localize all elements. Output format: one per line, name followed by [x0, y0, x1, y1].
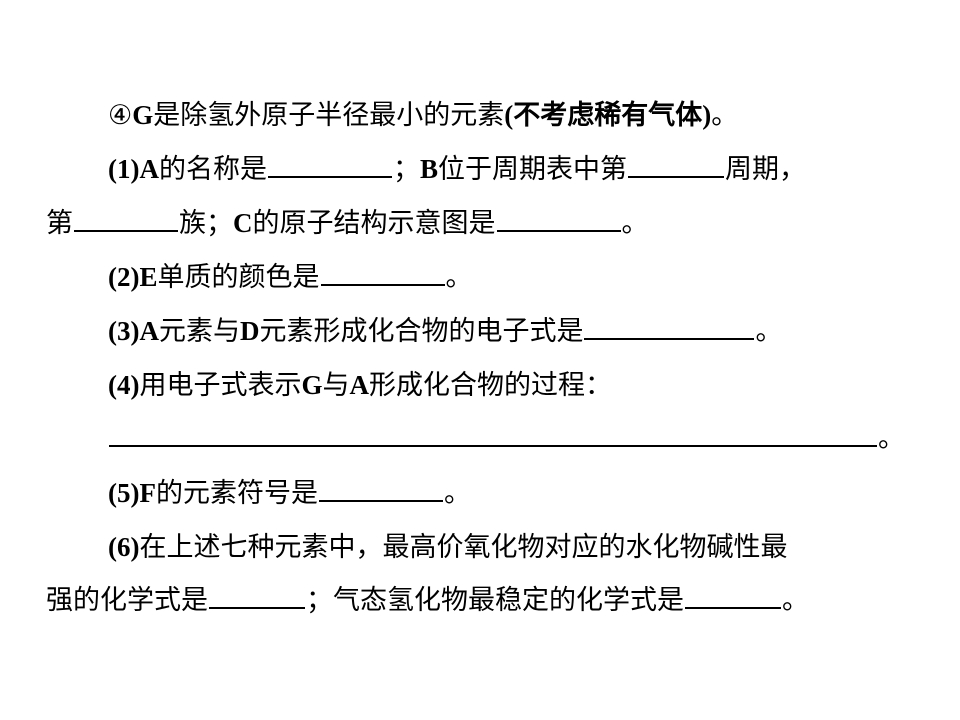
text: 在上述七种元素中，最高价氧化物对应的水化物碱性最 — [139, 532, 788, 563]
answer-blank-electron-formula[interactable] — [584, 314, 755, 340]
period: 。 — [782, 585, 809, 616]
question-6-line-1: (6)在上述七种元素中，最高价氧化物对应的水化物碱性最 — [108, 529, 787, 565]
text: 周期， — [725, 154, 806, 185]
question-2: (2)E单质的颜色是 。 — [108, 259, 473, 295]
question-4: (4)用电子式表示G与A形成化合物的过程： — [108, 367, 612, 403]
text: 元素形成化合物的电子式是 — [259, 316, 584, 347]
question-1-line-1: (1)A的名称是 ；B位于周期表中第 周期， — [108, 151, 806, 187]
text: 第 — [46, 208, 73, 239]
question-number: (3) — [108, 316, 140, 346]
question-3: (3)A元素与D元素形成化合物的电子式是 。 — [108, 313, 782, 349]
element-d: D — [239, 316, 260, 346]
answer-blank-e-color[interactable] — [320, 260, 445, 286]
period: 。 — [711, 100, 739, 131]
text: 用电子式表示 — [139, 370, 302, 401]
element-g: G — [132, 100, 154, 130]
circled-four: ④ — [108, 100, 133, 131]
line-g-definition: ④G是除氢外原子半径最小的元素(不考虑稀有气体)。 — [108, 97, 738, 133]
answer-blank-b-period[interactable] — [628, 152, 724, 178]
period: 。 — [755, 316, 783, 347]
answer-blank-formation-process[interactable] — [109, 421, 877, 447]
element-a: A — [139, 154, 159, 184]
text: 气态氢化物最稳定的化学式是 — [333, 585, 684, 616]
semicolon: ； — [392, 154, 420, 185]
question-6-line-2: 强的化学式是 ；气态氢化物最稳定的化学式是 。 — [46, 583, 809, 619]
answer-blank-b-group[interactable] — [74, 206, 178, 232]
period: 。 — [443, 478, 471, 509]
element-b: B — [419, 154, 438, 184]
answer-blank-most-stable-hydride[interactable] — [685, 583, 781, 609]
period: 。 — [445, 262, 473, 293]
element-g: G — [301, 370, 323, 400]
period: 。 — [621, 208, 649, 239]
question-number: (1) — [108, 154, 140, 184]
text: 强的化学式是 — [46, 585, 208, 616]
text: 族； — [179, 208, 233, 239]
parenthetical-note: (不考虑稀有气体) — [504, 100, 712, 130]
element-e: E — [139, 262, 158, 292]
semicolon: ； — [306, 585, 333, 616]
answer-blank-a-name[interactable] — [267, 152, 392, 178]
answer-blank-strongest-base[interactable] — [209, 583, 305, 609]
text: 的名称是 — [158, 154, 267, 185]
text: 位于周期表中第 — [438, 154, 627, 185]
period: 。 — [878, 423, 905, 454]
answer-blank-c-diagram[interactable] — [496, 206, 621, 232]
text: 的元素符号是 — [155, 478, 318, 509]
question-1-line-2: 第 族；C的原子结构示意图是 。 — [46, 205, 649, 241]
element-a: A — [349, 370, 370, 400]
question-number: (4) — [108, 370, 140, 400]
text: 元素与 — [158, 316, 240, 347]
text: 的原子结构示意图是 — [252, 208, 496, 239]
text: 与 — [322, 370, 350, 401]
element-c: C — [233, 208, 253, 238]
text: 是除氢外原子半径最小的元素 — [153, 100, 505, 131]
question-number: (2) — [108, 262, 140, 292]
element-f: F — [139, 478, 156, 508]
answer-blank-f-symbol[interactable] — [318, 476, 443, 502]
text: 单质的颜色是 — [157, 262, 320, 293]
question-5: (5)F的元素符号是 。 — [108, 475, 471, 511]
question-4-answer-line: 。 — [108, 421, 905, 457]
question-number: (5) — [108, 478, 140, 508]
element-a: A — [139, 316, 159, 346]
text: 形成化合物的过程： — [369, 370, 612, 401]
question-number: (6) — [108, 532, 140, 562]
